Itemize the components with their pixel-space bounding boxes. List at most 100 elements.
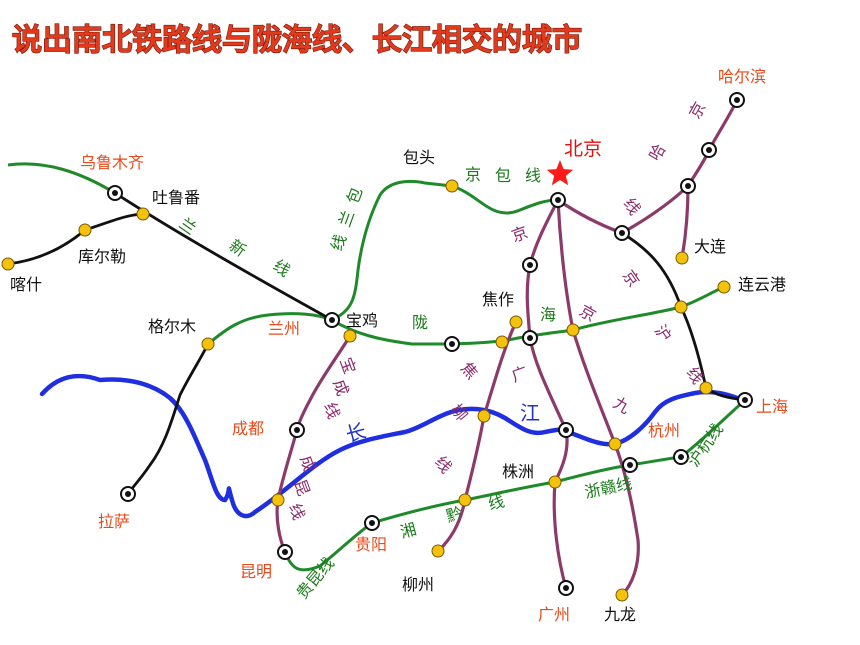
jingbao-char-2: 包 (495, 166, 511, 185)
station-ring-shenyang (680, 178, 696, 194)
city-urumqi: 乌鲁木齐 (80, 153, 144, 172)
station-dot-panzhihua (271, 493, 285, 507)
jiaoliu-char-1: 焦 (457, 358, 482, 382)
city-zhuzhou: 株洲 (502, 462, 534, 481)
baocheng-char-1: 宝 (336, 355, 359, 377)
chengkun-char-2: 昆 (290, 477, 313, 499)
city-labels: 乌鲁木齐 吐鲁番 库尔勒 喀什 格尔木 拉萨 兰州 宝鸡 包头 北京 哈尔滨 大… (10, 67, 788, 624)
station-dot-kowloon (615, 588, 629, 602)
jiaoliu-char-2: 柳 (447, 400, 472, 424)
chengkun-char-3: 线 (285, 501, 308, 523)
baocheng-char-2: 成 (329, 377, 352, 399)
station-dot-xuzhou (674, 300, 688, 314)
station-dot-turpan (136, 207, 150, 221)
station-dot-dalian (675, 251, 689, 265)
jingguang-char-2: 广 (509, 362, 531, 385)
city-liuzhou: 柳州 (402, 575, 434, 594)
lanxin-line-west (7, 162, 116, 195)
city-guiyang: 贵阳 (355, 535, 387, 554)
jingbao-char-3: 线 (525, 166, 541, 185)
station-dot-jiujiang (608, 437, 622, 451)
dalian-branch (680, 185, 690, 259)
station-dot-huaihua (458, 493, 472, 507)
station-ring-zhengzhou (522, 330, 538, 346)
city-baotou: 包头 (403, 148, 435, 167)
yangtze-char-1: 长 (343, 418, 369, 446)
station-dot-zhuzhou (548, 475, 562, 489)
lanxin-char-1: 兰 (176, 214, 200, 239)
station-ring-jingguang-north (522, 257, 538, 273)
city-guangzhou: 广州 (538, 605, 570, 624)
city-lhasa: 拉萨 (98, 512, 130, 531)
jingguang-char-1: 京 (509, 222, 531, 245)
jiaoliu-char-3: 线 (431, 452, 456, 476)
city-beijing: 北京 (564, 138, 602, 160)
city-kowloon: 九龙 (604, 605, 636, 624)
capital-star-icon (546, 160, 574, 186)
station-dot-lianyungang (717, 280, 731, 294)
jingha-char-3: 线 (620, 194, 645, 218)
city-shanghai: 上海 (756, 397, 788, 416)
station-ring-beijing (550, 192, 566, 208)
longhai-char-1: 陇 (412, 313, 428, 332)
jiaoliu-line (436, 321, 518, 553)
baolan-char-3: 线 (327, 232, 350, 254)
city-golmud: 格尔木 (148, 317, 196, 336)
city-kashgar: 喀什 (10, 275, 42, 294)
jingha-char-2: 哈 (645, 141, 669, 164)
station-ring-lhasa (120, 486, 136, 502)
station-dot-korla (78, 223, 92, 237)
longhai-line (207, 285, 725, 346)
huhang-line (680, 398, 747, 459)
guikun-line (283, 521, 373, 572)
city-lianyungang: 连云港 (738, 275, 786, 294)
city-lanzhou: 兰州 (268, 319, 300, 338)
station-dot-jiaozuo (509, 315, 523, 329)
station-dot-lanzhou (343, 329, 357, 343)
longhai-char-2: 海 (540, 305, 556, 324)
city-korla: 库尔勒 (78, 247, 126, 266)
jingjiu-line (556, 199, 640, 597)
station-ring-wuhan (558, 422, 574, 438)
yangtze-river (39, 373, 745, 519)
station-dot-golmud (201, 337, 215, 351)
city-dalian: 大连 (694, 237, 726, 256)
xiangqian-char-2: 黔 (444, 503, 464, 525)
page-title: 说出南北铁路线与陇海线、长江相交的城市 (12, 23, 582, 58)
station-ring-longhai-mid (444, 336, 460, 352)
jingha-line (557, 99, 739, 235)
station-ring-hangzhou (673, 449, 689, 465)
station-ring-chengdu (289, 422, 305, 438)
jingbao-char-1: 京 (465, 165, 481, 184)
station-dot-liuzhou (431, 544, 445, 558)
station-ring-turpan-west (107, 185, 123, 201)
black-rail-lines (7, 191, 746, 495)
huhang-label: 沪杭线 (684, 420, 727, 470)
station-dot-longhai-jiaoliu (495, 335, 509, 349)
baolan-line (331, 180, 453, 322)
station-dot-shangqiu (566, 323, 580, 337)
guikun-label: 贵昆线 (293, 554, 338, 603)
baocheng-char-3: 线 (320, 400, 343, 422)
ringed-stations (107, 92, 753, 596)
qingzang-line (126, 343, 210, 495)
station-ring-kunming (277, 544, 293, 560)
city-jiaozuo: 焦作 (482, 290, 514, 309)
station-dot-zhicheng (477, 409, 491, 423)
jingjiu-char-1: 京 (576, 301, 599, 325)
station-dot-nanjing (699, 381, 713, 395)
lanxin-char-2: 新 (226, 236, 250, 261)
jinghu-line (621, 231, 746, 402)
station-ring-yingtan (622, 457, 638, 473)
station-ring-shanghai (737, 392, 753, 408)
station-ring-tianjin (614, 225, 630, 241)
jingjiu-char-2: 九 (610, 393, 633, 417)
station-ring-baoji (324, 312, 340, 328)
jingbao-line (451, 184, 559, 215)
xiangqian-char-1: 湘 (398, 519, 418, 541)
city-turpan: 吐鲁番 (152, 188, 200, 207)
station-dot-kashgar (1, 257, 15, 271)
station-dot-baotou (445, 179, 459, 193)
city-kunming: 昆明 (240, 562, 272, 581)
baolan-char-1: 包 (343, 185, 366, 207)
